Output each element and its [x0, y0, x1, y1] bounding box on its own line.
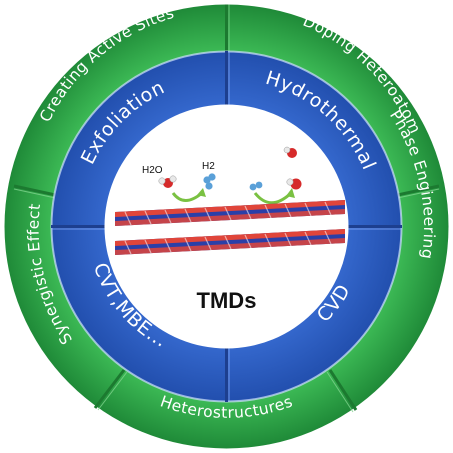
adsorbed-hydrogen-icon [249, 181, 263, 191]
inner-ring-dividers [51, 51, 402, 402]
water-label: H2O [142, 165, 163, 176]
reaction-arrow-right [253, 192, 292, 205]
tmd-layer-structure [115, 200, 345, 255]
outer-ring-dividers [13, 4, 440, 411]
oxygen-molecule-icon [283, 146, 302, 190]
center-disc [104, 104, 349, 349]
hydrogen-label: H2 [202, 161, 215, 172]
water-molecule-icon [158, 175, 177, 188]
hydrogen-molecule-icon [203, 173, 216, 190]
center-title: TMDs [197, 288, 257, 313]
